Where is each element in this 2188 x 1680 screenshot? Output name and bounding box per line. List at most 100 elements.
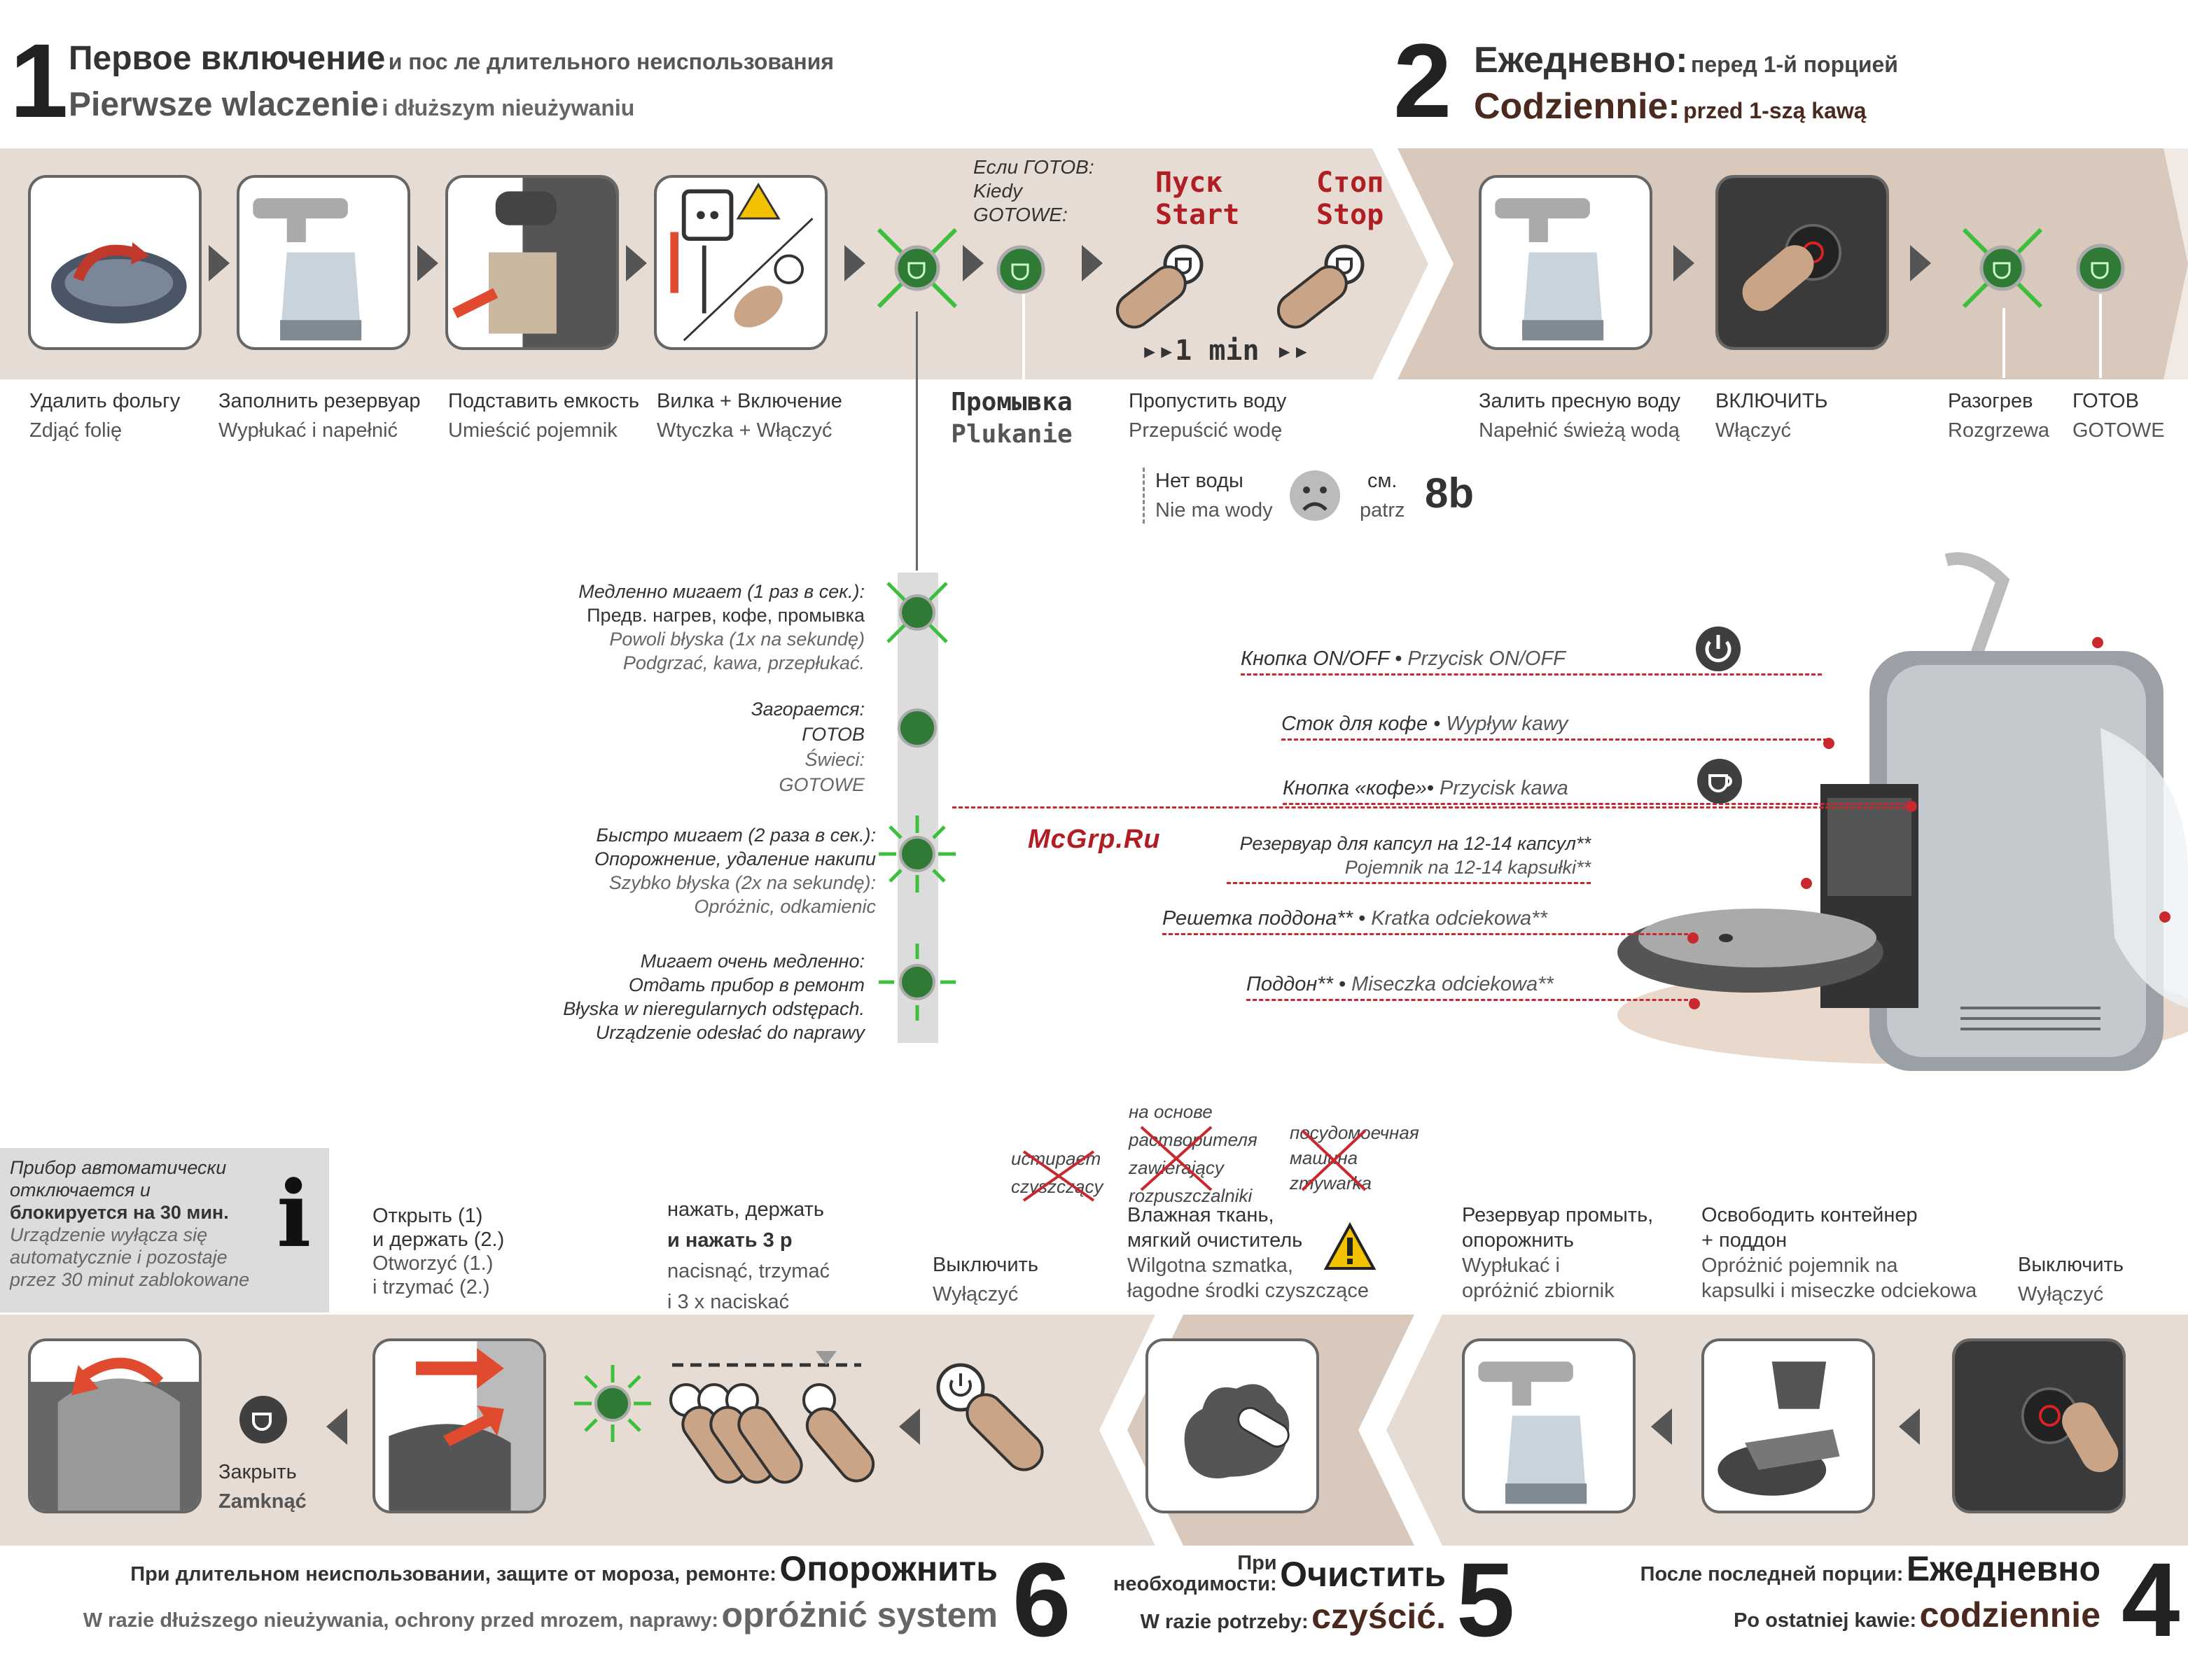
label-ru: Выключить: [933, 1254, 1038, 1276]
cross-icon: [1301, 1129, 1367, 1191]
watermark: McGrp.Ru: [1028, 825, 1161, 854]
label-pl: opróżnić zbiornik: [1462, 1280, 1615, 1302]
step2-number: 2: [1393, 22, 1452, 139]
arrow-right-icon: [1082, 245, 1103, 281]
label-ru: ВКЛЮЧИТЬ: [1715, 390, 1828, 412]
step5-pl-big: czyścić.: [1311, 1597, 1446, 1636]
step1-sub-pl: i dłuższym nieużywaniu: [382, 95, 635, 120]
step2-title-pl-line: Codziennie: przed 1-szą kawą: [1474, 85, 1867, 127]
label-pl: Zamknąć: [218, 1490, 307, 1513]
label-plug-power: Вилка + Включение Wtyczka + Włączyć: [657, 386, 842, 445]
part-separator: •: [1353, 907, 1372, 930]
step2-sub-pl: przed 1-szą kawą: [1683, 98, 1867, 123]
cross-icon: [1140, 1126, 1213, 1191]
label-pl: Wilgotna szmatka,: [1127, 1254, 1293, 1277]
legend-text: Podgrzać, kawa, przepłukać.: [622, 652, 865, 673]
part-coffee-button: Кнопка «кофе»• Przycisk kawa: [1283, 777, 1913, 805]
label-pl: Wyłączyć: [933, 1283, 1019, 1306]
label-no-water: Нет воды Nie ma wody: [1155, 466, 1273, 525]
step5-number: 5: [1456, 1541, 1515, 1658]
legend-fast: Быстро мигает (2 раза в сек.): Опорожнен…: [594, 823, 876, 918]
part-separator: •: [1426, 777, 1440, 799]
part-capsule-container: Резервуар для капсул на 12-14 капсул** P…: [1227, 832, 1591, 884]
label-close: Закрыть Zamknąć: [218, 1457, 307, 1516]
tile-rinse-tank: [1462, 1338, 1636, 1513]
stop-pl: Stop: [1316, 199, 1384, 231]
start-ru: Пуск: [1155, 167, 1223, 199]
cross-icon: [1022, 1150, 1095, 1202]
step6-pl-pre: W razie dłuższego nieużywania, ochrony p…: [83, 1609, 718, 1632]
legend-text: Urządzenie odesłać do naprawy: [595, 1022, 865, 1043]
label-ru: нажать, держать: [667, 1198, 824, 1221]
arrow-right-icon: [844, 245, 865, 281]
step5-pl-line: W razie potrzeby: czyścić.: [1141, 1596, 1446, 1637]
label-press-hold: нажать, держать и нажать 3 р nacisnąć, t…: [667, 1194, 830, 1317]
legend-text: ГОТОВ: [802, 724, 865, 745]
leader-line: [952, 806, 1911, 808]
legend-text: Загорается:: [751, 699, 865, 720]
step1-title-pl-line: Pierwsze wlaczenie i dłuższym nieużywani…: [69, 85, 634, 124]
part-pl: Kratka odciekowa**: [1371, 907, 1547, 930]
legend-text: Powoli błyska (1x na sekundę): [609, 629, 865, 650]
step4-ru-big: Ежедневно: [1906, 1549, 2100, 1588]
step6-number: 6: [1012, 1541, 1071, 1658]
tile-fill-tank: [237, 175, 410, 350]
marker-dot: [1906, 801, 1917, 812]
step4-ru-pre: После последней порции:: [1640, 1563, 1904, 1586]
label-ru: Подставить емкость: [448, 390, 639, 412]
part-ru: Решетка поддона**: [1162, 907, 1353, 930]
legend-text: Отдать прибор в ремонт: [628, 974, 865, 995]
label-switch-on: ВКЛЮЧИТЬ Włączyć: [1715, 386, 1828, 445]
finger-press-coffee-icon: [1115, 244, 1204, 329]
tile-switch-off: [1952, 1338, 2126, 1513]
label-ru: см.: [1367, 470, 1398, 492]
legend-text: Опорожнение, удаление накипи: [594, 848, 876, 869]
part-pl: Pojemnik na 12-14 kapsułki**: [1344, 857, 1591, 878]
step6-ru-big: Опорожнить: [779, 1549, 998, 1588]
arrow-right-icon: [1910, 245, 1931, 281]
part-pl: Wypływ kawy: [1446, 713, 1568, 735]
part-ru: Сток для кофе: [1281, 713, 1428, 735]
part-drip-grid: Решетка поддона** • Kratka odciekowa**: [1162, 907, 1694, 935]
forbidden-text: rozpuszczalniki: [1129, 1185, 1253, 1206]
label-ru: Залить пресную воду: [1479, 390, 1680, 412]
steady-light-icon: [2076, 244, 2125, 293]
arrow-right-icon: [209, 245, 230, 281]
part-ru: Кнопка «кофе»: [1283, 777, 1427, 799]
steady-light-icon: [898, 708, 937, 748]
step1-title-pl: Pierwsze wlaczenie: [69, 86, 379, 123]
step1-title-ru-line: Первое включение и пос ле длительного не…: [69, 39, 834, 78]
label-pl: Umieścić pojemnik: [448, 419, 618, 442]
label-ru: и нажать 3 р: [667, 1229, 793, 1252]
start-pl: Start: [1155, 199, 1240, 231]
label-ru: и держать (2.): [372, 1228, 505, 1251]
ready-note-pl: Kiedy GOTOWE:: [973, 180, 1068, 225]
part-coffee-outlet: Сток для кофе • Wypływ kawy: [1281, 713, 1827, 741]
step1-title-ru: Первое включение: [69, 40, 386, 77]
marker-dot: [2159, 911, 2170, 923]
part-separator: •: [1389, 648, 1408, 670]
ready-stem: [2099, 294, 2102, 378]
power-icon: [1696, 626, 1741, 671]
tile-place-container: [445, 175, 619, 350]
step6-ru-line: При длительном неиспользовании, защите о…: [130, 1548, 998, 1589]
label-empty-container: Освободить контейнер + поддон Opróżnić p…: [1701, 1203, 1977, 1303]
finger-press-power-icon: [936, 1363, 1044, 1471]
sad-face-icon: [1290, 470, 1340, 521]
arrow-right-icon: [417, 245, 438, 281]
tile-remove-foil: [28, 175, 202, 350]
label-pl: łagodne środki czyszczące: [1127, 1280, 1369, 1302]
label-pl: Rozgrzewa: [1948, 419, 2050, 442]
arrow-right-icon: [1673, 245, 1694, 281]
label-ru: + поддон: [1701, 1229, 1788, 1252]
legend-text: Мигает очень медленно:: [640, 951, 865, 972]
ready-note-ru: Если ГОТОВ:: [973, 156, 1094, 178]
part-drip-tray: Поддон** • Miseczka odciekowa**: [1246, 973, 1694, 1001]
legend-steady: Загорается: ГОТОВ Świeci: GOTOWE: [751, 696, 865, 797]
label-pl: Przepuścić wodę: [1129, 419, 1283, 442]
flashing-light-icon: [1962, 227, 2043, 309]
flashing-light-icon: [877, 227, 958, 309]
marker-dot: [1689, 998, 1700, 1009]
label-ru: Открыть (1): [372, 1205, 483, 1227]
